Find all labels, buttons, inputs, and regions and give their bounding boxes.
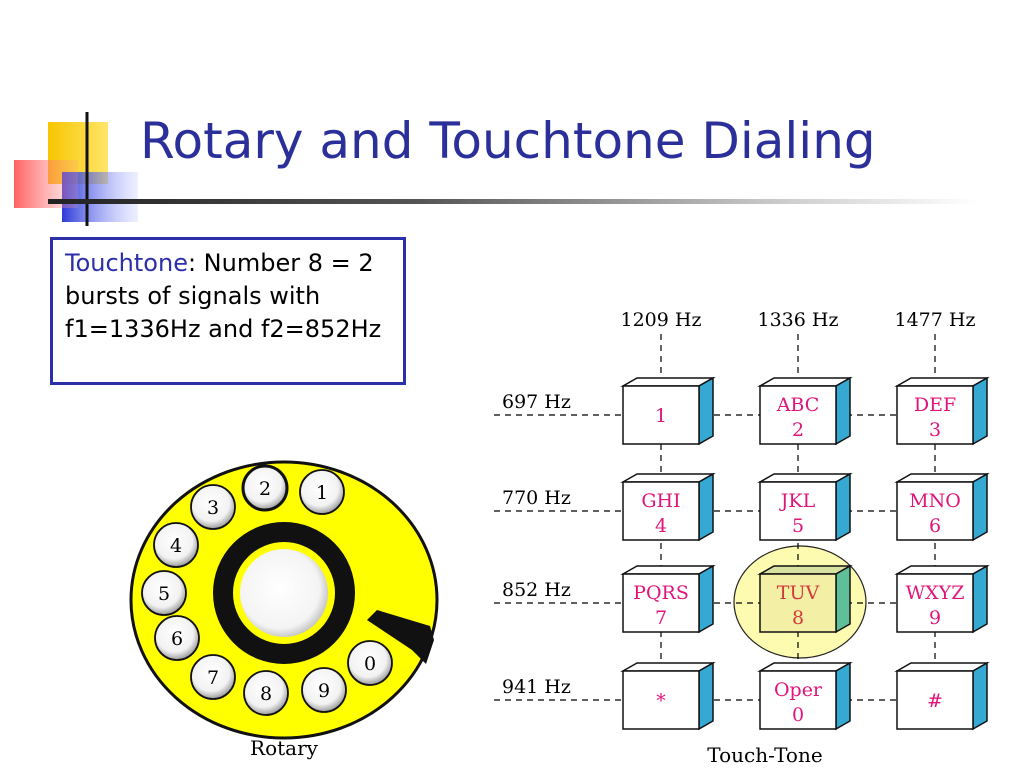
info-highlight: Touchtone [65,249,188,277]
key-letters: MNO [909,490,961,512]
key-digit: 0 [792,704,804,726]
column-frequency-label: 1209 Hz [621,309,702,331]
dial-hole-label: 3 [207,497,219,519]
key-letters: DEF [914,394,956,416]
dial-hole-label: 8 [260,683,272,705]
rotary-dial: 1 2 3 4 5 6 7 8 9 0 Rotary [129,460,439,760]
key-letters: ABC [776,394,820,416]
key-letters: PQRS [633,582,689,604]
key-letters: WXYZ [906,582,965,604]
key-4: GHI 4 [620,472,716,542]
key-digit: 3 [929,419,941,441]
key-digit: # [927,690,943,712]
key-9: WXYZ 9 [894,564,990,634]
key-8: TUV 8 [757,564,853,634]
dial-hub-center [240,549,328,637]
key-7: PQRS 7 [620,564,716,634]
key-digit: 2 [792,419,804,441]
key-digit: * [656,690,666,712]
key-1: 1 [620,376,716,446]
column-frequency-labels: 1209 Hz 1336 Hz 1477 Hz [621,309,976,331]
dial-hole-7: 7 [190,654,236,700]
row-frequency-labels: 697 Hz 770 Hz 852 Hz 941 Hz [502,391,571,698]
dial-hole-label: 6 [171,628,183,650]
key-*: * [620,661,716,731]
finger-stop [367,610,434,664]
key-letters: JKL [779,490,816,512]
key-digit: 6 [929,515,941,537]
frequency-lines [494,334,975,728]
key-digit: 9 [929,607,941,629]
dial-hole-label: 1 [316,482,328,504]
dial-hub-ring [213,522,355,664]
key-#: # [894,661,990,731]
key-0: Oper 0 [757,661,853,731]
info-text: : Number 8 = 2 bursts of signals with f1… [65,249,382,343]
key-6: MNO 6 [894,472,990,542]
key-5: JKL 5 [757,472,853,542]
dial-hole-label: 0 [364,653,376,675]
row-frequency-label: 770 Hz [502,487,571,509]
dial-hole-label: 5 [158,583,170,605]
dial-hole-1: 1 [299,469,345,515]
row-frequency-label: 852 Hz [502,579,571,601]
column-frequency-label: 1336 Hz [758,309,839,331]
info-box: Touchtone: Number 8 = 2 bursts of signal… [50,237,406,385]
key-digit: 7 [655,607,667,629]
dial-hole-5: 5 [141,570,187,616]
key-3: DEF 3 [894,376,990,446]
decorative-corner-squares [14,112,138,226]
row-frequency-label: 941 Hz [502,676,571,698]
dial-hole-4: 4 [153,522,199,568]
touchtone-keypad: 1209 Hz 1336 Hz 1477 Hz 697 Hz 770 Hz 852 Hz… [494,309,990,767]
dial-hole-9: 9 [301,667,347,713]
dial-hole-0: 0 [347,640,393,686]
touchtone-caption: Touch-Tone [707,743,822,767]
key-digit: 4 [655,515,667,537]
key-2: ABC 2 [757,376,853,446]
dial-hole-label: 4 [170,535,182,557]
key-digit: 8 [792,607,804,629]
dial-hole-label: 2 [259,478,271,500]
dial-hole-6: 6 [154,615,200,661]
rotary-caption: Rotary [250,736,319,760]
dial-hole-label: 9 [318,680,330,702]
key-letters: TUV [777,582,820,604]
key-digit: 5 [792,515,804,537]
slide-title: Rotary and Touchtone Dialing [140,112,876,170]
dial-hole-3: 3 [190,484,236,530]
key-letters: GHI [641,490,680,512]
dial-hole-label: 7 [207,667,219,689]
key-digit: 1 [655,405,667,427]
dial-hole-2: 2 [241,464,289,512]
row-frequency-label: 697 Hz [502,391,571,413]
column-frequency-label: 1477 Hz [895,309,976,331]
key-letters: Oper [774,679,823,701]
rotary-holes: 1 2 3 4 5 6 7 8 9 0 [141,464,393,716]
title-underline [48,199,978,204]
dial-hole-8: 8 [243,670,289,716]
